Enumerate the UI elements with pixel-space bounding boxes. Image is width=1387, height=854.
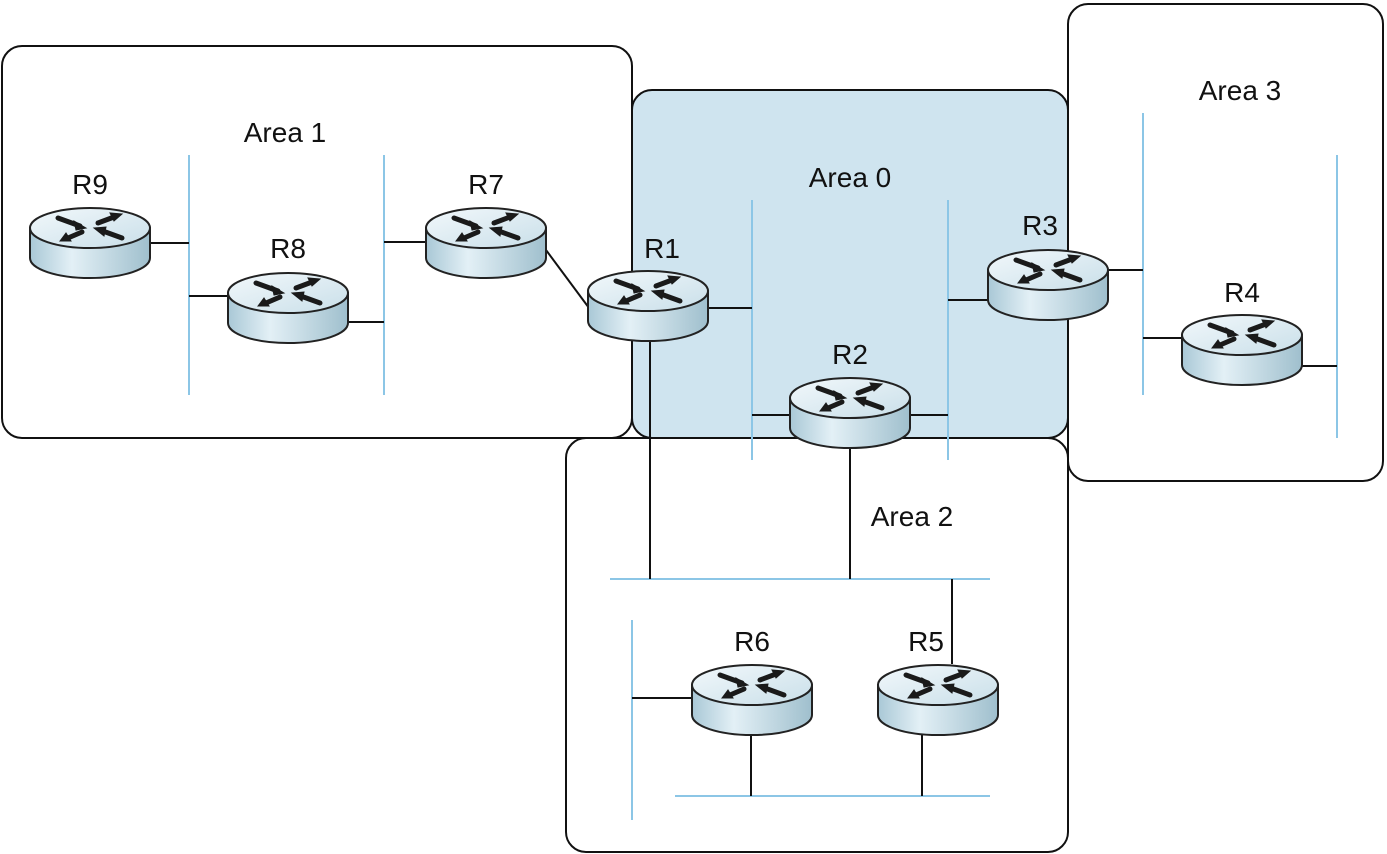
router-icon: [228, 273, 348, 343]
router-r7-label: R7: [468, 169, 504, 200]
router-r7[interactable]: [426, 208, 546, 278]
router-r2[interactable]: [790, 378, 910, 448]
router-r6[interactable]: [692, 665, 812, 735]
router-r5[interactable]: [878, 665, 998, 735]
router-icon: [988, 250, 1108, 320]
router-r3-label: R3: [1022, 210, 1058, 241]
router-icon: [1182, 315, 1302, 385]
router-icon: [588, 271, 708, 341]
router-r9[interactable]: [30, 208, 150, 278]
router-links: [150, 241, 1337, 796]
area-0-label: Area 0: [809, 162, 892, 193]
router-r2-label: R2: [832, 339, 868, 370]
area-2-box: [565, 437, 1069, 853]
router-r6-label: R6: [734, 626, 770, 657]
router-icon: [692, 665, 812, 735]
router-icon: [790, 378, 910, 448]
router-r1-label: R1: [644, 233, 680, 264]
router-r4[interactable]: [1182, 315, 1302, 385]
router-r4-label: R4: [1224, 277, 1260, 308]
router-r1[interactable]: [588, 271, 708, 341]
area-3-label: Area 3: [1199, 75, 1282, 106]
area-2-label: Area 2: [871, 501, 954, 532]
router-r5-label: R5: [908, 626, 944, 657]
router-icon: [426, 208, 546, 278]
area-1-label: Area 1: [244, 117, 327, 148]
router-r3[interactable]: [988, 250, 1108, 320]
router-icon: [30, 208, 150, 278]
router-icon: [878, 665, 998, 735]
router-r8-label: R8: [270, 233, 306, 264]
router-r9-label: R9: [72, 169, 108, 200]
router-r8[interactable]: [228, 273, 348, 343]
network-segments: [188, 113, 1338, 820]
